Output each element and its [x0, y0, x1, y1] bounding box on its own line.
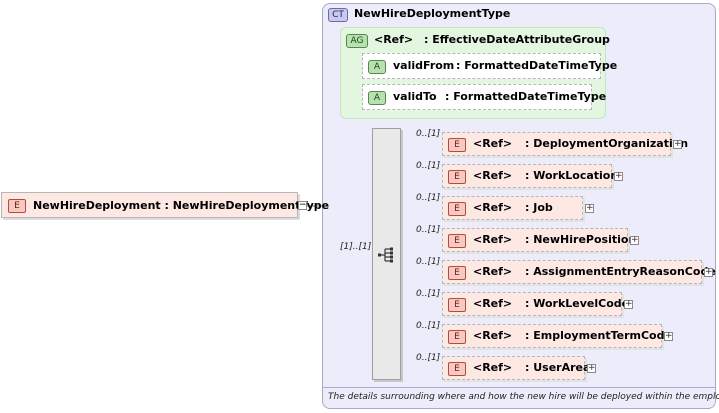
element-cardinality: 0..[1] [416, 225, 441, 235]
expand-icon[interactable]: + [673, 139, 682, 149]
element-ref: <Ref> [473, 361, 513, 374]
expand-icon[interactable]: + [614, 171, 623, 181]
attribute-name: validFrom [393, 59, 455, 72]
element-row[interactable]: E <Ref> : NewHirePosition [442, 228, 636, 252]
sequence-icon [378, 247, 393, 263]
element-cardinality: 0..[1] [416, 289, 441, 299]
element-badge: E [448, 170, 466, 184]
attribute-valid-from[interactable]: A validFrom : FormattedDateTimeType [362, 53, 617, 79]
attribute-group-ref[interactable]: <Ref> [374, 33, 414, 46]
element-cardinality: 0..[1] [416, 353, 441, 363]
expand-icon[interactable]: + [704, 267, 713, 277]
attribute-group-type[interactable]: : EffectiveDateAttributeGroup [424, 33, 610, 46]
element-type: : Job [525, 201, 553, 214]
element-type: : UserArea [525, 361, 591, 374]
element-row[interactable]: E <Ref> : UserArea [442, 356, 590, 380]
root-element-label: NewHireDeployment : NewHireDeploymentTyp… [33, 199, 330, 212]
element-badge: E [448, 298, 466, 312]
element-row[interactable]: E <Ref> : Job [442, 196, 583, 220]
complex-type-name[interactable]: NewHireDeploymentType [354, 7, 511, 20]
element-badge: E [8, 199, 26, 213]
expand-icon[interactable]: + [664, 331, 673, 341]
documentation-separator [323, 387, 715, 388]
element-ref: <Ref> [473, 265, 513, 278]
element-badge: E [448, 266, 466, 280]
element-type: : AssignmentEntryReasonCode [525, 265, 716, 278]
element-type: : EmploymentTermCode [525, 329, 672, 342]
collapse-icon[interactable]: − [298, 200, 307, 210]
expand-icon[interactable]: + [585, 203, 594, 213]
attribute-group-badge: AG [346, 34, 368, 48]
element-ref: <Ref> [473, 233, 513, 246]
element-row[interactable]: E <Ref> : AssignmentEntryReasonCode [442, 260, 716, 284]
complex-type-badge: CT [328, 8, 348, 22]
element-cardinality: 0..[1] [416, 321, 441, 331]
element-cardinality: 0..[1] [416, 161, 441, 171]
element-row[interactable]: E <Ref> : WorkLocation [442, 164, 618, 188]
attribute-type: : FormattedDateTimeType [445, 90, 607, 103]
root-element[interactable]: E NewHireDeployment : NewHireDeploymentT… [1, 192, 329, 218]
expand-icon[interactable]: + [630, 235, 639, 245]
element-cardinality: 0..[1] [416, 257, 441, 267]
documentation-text: The details surrounding where and how th… [328, 392, 719, 402]
element-badge: E [448, 330, 466, 344]
attribute-badge: A [368, 60, 386, 74]
element-cardinality: 0..[1] [416, 193, 441, 203]
element-cardinality: 0..[1] [416, 129, 441, 139]
attribute-type: : FormattedDateTimeType [456, 59, 618, 72]
element-ref: <Ref> [473, 201, 513, 214]
expand-icon[interactable]: + [624, 299, 633, 309]
attribute-badge: A [368, 91, 386, 105]
sequence-cardinality: [1]..[1] [340, 242, 372, 252]
element-row[interactable]: E <Ref> : DeploymentOrganization [442, 132, 688, 156]
element-type: : DeploymentOrganization [525, 137, 689, 150]
element-badge: E [448, 362, 466, 376]
element-row[interactable]: E <Ref> : WorkLevelCode [442, 292, 629, 316]
element-type: : WorkLevelCode [525, 297, 630, 310]
element-badge: E [448, 138, 466, 152]
element-ref: <Ref> [473, 297, 513, 310]
element-ref: <Ref> [473, 169, 513, 182]
attribute-valid-to[interactable]: A validTo : FormattedDateTimeType [362, 84, 606, 110]
element-row[interactable]: E <Ref> : EmploymentTermCode [442, 324, 672, 348]
element-badge: E [448, 202, 466, 216]
sequence-compositor[interactable] [372, 128, 401, 380]
attribute-name: validTo [393, 90, 437, 103]
expand-icon[interactable]: + [587, 363, 596, 373]
element-type: : NewHirePosition [525, 233, 637, 246]
element-type: : WorkLocation [525, 169, 619, 182]
element-ref: <Ref> [473, 137, 513, 150]
element-badge: E [448, 234, 466, 248]
element-ref: <Ref> [473, 329, 513, 342]
